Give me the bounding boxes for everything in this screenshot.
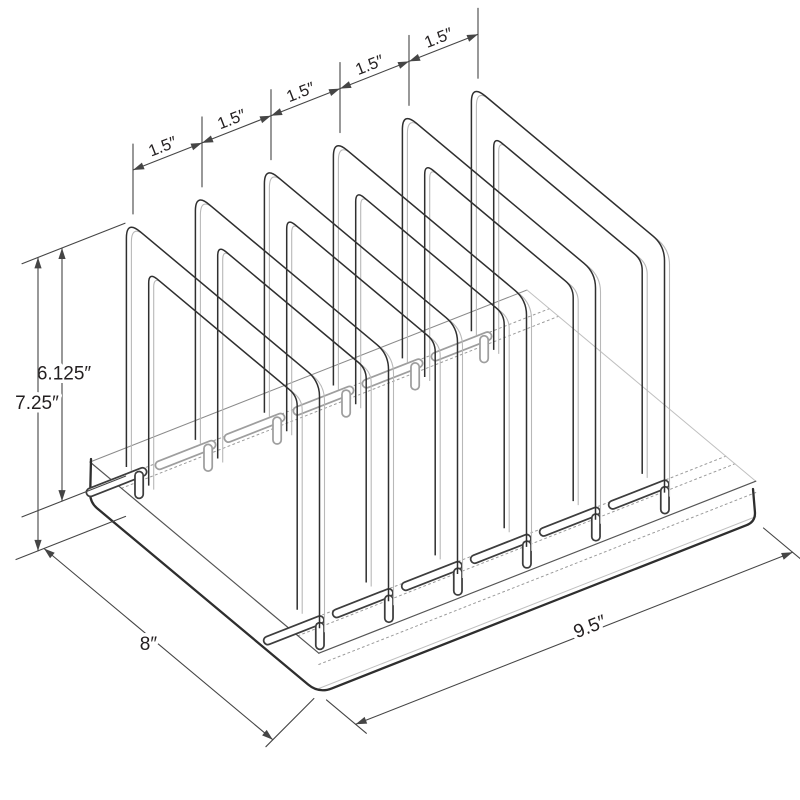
divider-5 bbox=[401, 117, 602, 524]
divider-arch bbox=[285, 221, 436, 556]
divider-arch bbox=[423, 167, 574, 502]
dimension-gap-2: 1.5″ bbox=[201, 102, 272, 144]
base-lip-outline bbox=[89, 457, 757, 692]
divider-arch bbox=[492, 139, 643, 474]
divider-arch bbox=[216, 248, 367, 583]
divider-outline bbox=[263, 172, 459, 574]
divider-outline bbox=[401, 117, 597, 520]
dimension-gap-4: 1.5″ bbox=[339, 48, 410, 90]
gap-dimension-label-4: 1.5″ bbox=[353, 52, 386, 79]
divider-4 bbox=[332, 145, 533, 551]
dimension-depth: 8″ bbox=[43, 547, 315, 748]
depth-label: 8″ bbox=[140, 634, 158, 655]
dimension-overall-height: 7.25″ bbox=[12, 222, 127, 561]
divider-6 bbox=[470, 90, 671, 497]
divider-arch bbox=[147, 275, 298, 610]
dimension-divider-height: 6.125″ bbox=[21, 247, 127, 518]
width-label: 9.5″ bbox=[571, 611, 610, 643]
divider-height-label: 6.125″ bbox=[37, 364, 92, 385]
dimension-gap-1: 1.5″ bbox=[132, 130, 203, 171]
divider-outline bbox=[470, 90, 666, 493]
gap-dimension-label-1: 1.5″ bbox=[146, 133, 179, 160]
gap-dimension-label-5: 1.5″ bbox=[422, 25, 455, 52]
overall-height-label: 7.25″ bbox=[15, 393, 59, 414]
divider-feet bbox=[85, 331, 670, 651]
divider-arch bbox=[354, 194, 505, 529]
divider-outline bbox=[332, 145, 528, 547]
divider-3 bbox=[263, 172, 464, 578]
dimension-width: 9.5″ bbox=[325, 527, 800, 734]
dividers bbox=[125, 90, 671, 633]
dimension-gap-5: 1.5″ bbox=[408, 21, 479, 62]
divider-2 bbox=[194, 199, 395, 606]
gap-dimension-label-3: 1.5″ bbox=[284, 79, 317, 106]
dimension-gap-3: 1.5″ bbox=[270, 75, 341, 117]
divider-outline bbox=[194, 199, 390, 602]
divider-1 bbox=[125, 226, 326, 633]
gap-dimension-label-2: 1.5″ bbox=[215, 106, 248, 133]
divider-outline bbox=[125, 226, 321, 629]
